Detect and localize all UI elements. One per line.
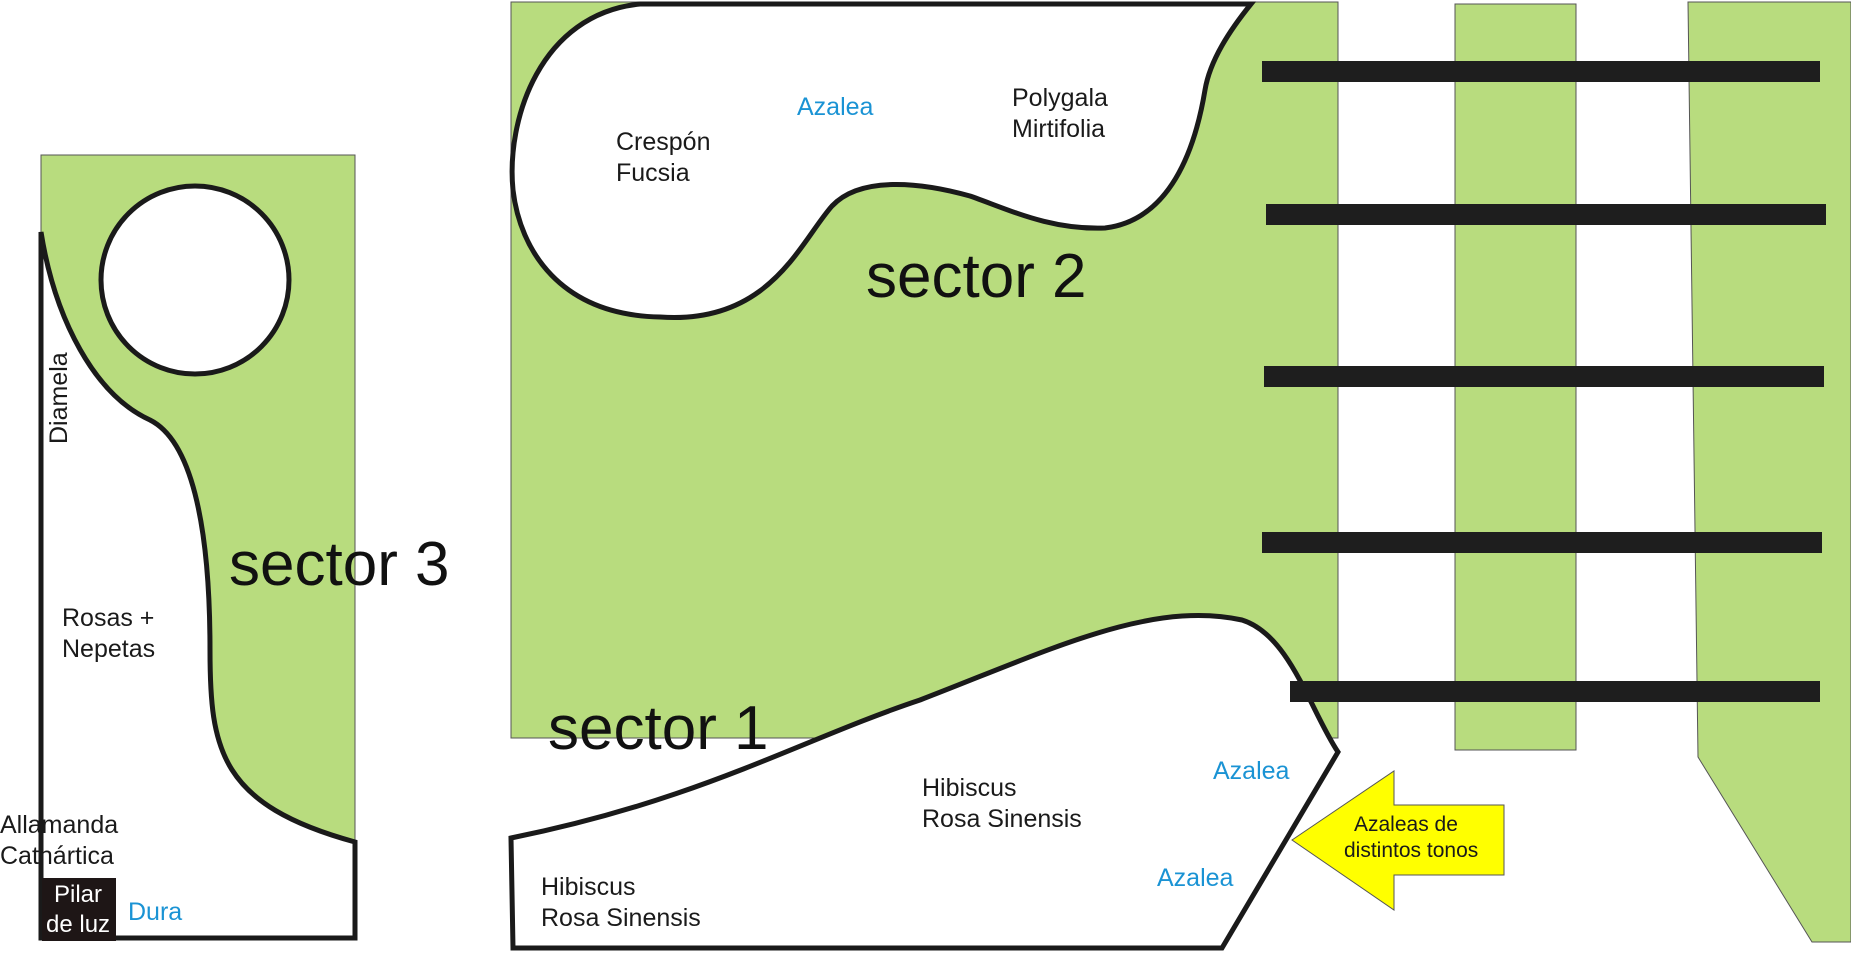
flowerbed-top <box>509 1 1257 320</box>
lawn-strip-right <box>1687 1 1851 943</box>
label-line: Crespón <box>616 128 711 156</box>
label-line: Allamanda <box>0 811 119 839</box>
label-crespon-fucsia: Crespón Fucsia <box>616 127 711 189</box>
flowerbed-left <box>38 231 358 941</box>
label-line: Pilar <box>54 881 103 908</box>
step-beam <box>1290 681 1820 702</box>
step-beam <box>1262 532 1822 553</box>
label-line: Rosa Sinensis <box>541 904 701 932</box>
label-line: Rosas + <box>62 604 155 632</box>
label-azalea-top: Azalea <box>797 93 874 121</box>
label-line: Mirtifolia <box>1012 115 1106 143</box>
label-line: Hibiscus <box>922 774 1017 802</box>
label-line: Azaleas de <box>1354 813 1458 836</box>
label-hibiscus-center: Hibiscus Rosa Sinensis <box>922 773 1082 835</box>
label-arrow-note: Azaleas de distintos tonos <box>1344 812 1478 864</box>
label-line: distintos tonos <box>1344 839 1479 862</box>
sector-2-label: sector 2 <box>866 242 1087 311</box>
label-rosas-nepetas: Rosas + Nepetas <box>62 603 155 665</box>
label-polygala-mirtifolia: Polygala Mirtifolia <box>1012 83 1108 145</box>
label-diamela: Diamela <box>45 352 73 444</box>
label-line: Nepetas <box>62 635 156 663</box>
label-azalea-right-upper: Azalea <box>1213 757 1290 785</box>
label-line: Polygala <box>1012 84 1108 112</box>
label-dura: Dura <box>128 898 183 926</box>
step-beam <box>1262 61 1820 82</box>
label-line: de luz <box>46 911 111 938</box>
light-pillar <box>42 878 116 941</box>
sector-3-label: sector 3 <box>229 530 450 599</box>
label-allamanda-cathartica: Allamanda Cathártica <box>0 810 118 872</box>
step-beam <box>1266 204 1826 225</box>
arrow-icon <box>1291 770 1505 911</box>
label-azalea-right-lower: Azalea <box>1157 864 1234 892</box>
flowerbed-circle <box>98 183 292 377</box>
label-line: Fucsia <box>616 159 690 187</box>
label-line: Rosa Sinensis <box>922 805 1082 833</box>
label-hibiscus-left: Hibiscus Rosa Sinensis <box>541 872 701 934</box>
label-line: Hibiscus <box>541 873 636 901</box>
step-beam <box>1264 366 1824 387</box>
sector-1-label: sector 1 <box>548 694 769 763</box>
label-line: Cathártica <box>0 842 114 870</box>
label-pilar-de-luz: Pilar de luz <box>46 880 110 940</box>
